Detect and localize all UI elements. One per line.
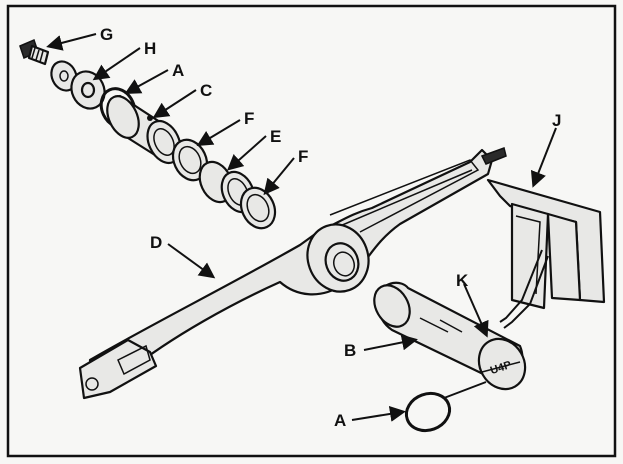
part-h-washer xyxy=(70,70,106,110)
part-f-seal-upper xyxy=(171,138,209,182)
label-e: E xyxy=(270,127,281,146)
figure-border xyxy=(6,4,617,458)
pointer-h xyxy=(92,47,141,81)
pointer-a-bottom-link xyxy=(443,381,487,399)
pointer-k xyxy=(463,283,489,338)
part-washer-small xyxy=(50,60,78,92)
part-a-oring-bottom xyxy=(404,391,452,433)
label-f-upper: F xyxy=(244,109,254,128)
label-f-lower: F xyxy=(298,147,308,166)
label-c: C xyxy=(200,81,212,100)
part-c-bushing xyxy=(106,94,182,165)
pointer-c xyxy=(152,89,197,119)
part-d-arm xyxy=(78,147,507,400)
label-d: D xyxy=(150,233,162,252)
pointer-f-upper xyxy=(196,119,241,147)
part-f-seal-lower xyxy=(239,186,277,230)
label-a-bottom: A xyxy=(334,411,346,430)
label-b: B xyxy=(344,341,356,360)
label-k: K xyxy=(456,271,469,290)
pointer-e xyxy=(227,135,267,171)
part-j-bracket xyxy=(486,178,606,329)
pointer-j xyxy=(530,127,557,188)
pointer-a-top xyxy=(124,69,169,94)
part-g-bolt xyxy=(19,38,50,66)
pointer-a-bottom xyxy=(351,405,406,422)
pointer-d xyxy=(167,243,216,279)
label-j: J xyxy=(552,111,561,130)
part-b-shaft xyxy=(373,281,527,391)
label-g: G xyxy=(100,25,113,44)
pointer-b xyxy=(363,334,418,351)
pointer-f-lower xyxy=(263,157,295,196)
label-h: H xyxy=(144,39,156,58)
pointer-g xyxy=(46,33,97,51)
label-a-top: A xyxy=(172,61,184,80)
